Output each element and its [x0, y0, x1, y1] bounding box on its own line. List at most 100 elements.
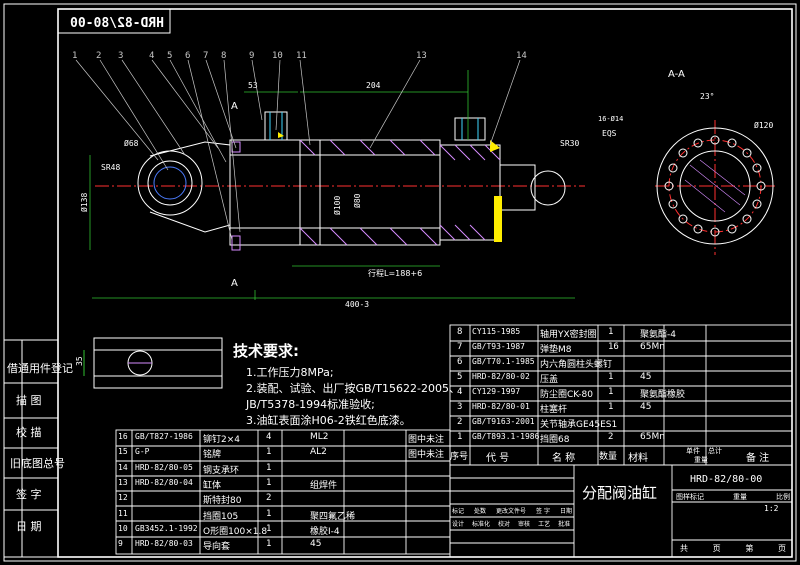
bom-lower-grid — [115, 429, 451, 555]
balloon-leaders — [75, 59, 521, 241]
dim-sr: SR48 — [101, 163, 120, 172]
bom-lower-name: O形圈100×1.8 — [203, 526, 268, 537]
bom-upper-mat: 45 — [640, 372, 652, 382]
bom-lower-note: 图中未注 — [408, 450, 445, 461]
bom-lower-no: 14 — [118, 462, 128, 472]
balloon-5: 5 — [167, 51, 172, 61]
bom-upper-code: GB/T93-1987 — [472, 342, 525, 351]
bom-lower-code: HRD-82/80-05 — [135, 462, 193, 472]
bom-upper-code: GB/T70.1-1985 — [472, 357, 535, 366]
bom-upper-mat: 聚氨酯-4 — [640, 330, 676, 340]
hdr-qty: 数量 — [599, 452, 618, 462]
bom-lower-name: 缸体 — [203, 480, 222, 491]
balloon-14: 14 — [516, 51, 527, 61]
bom-lower-mat: 组焊件 — [310, 480, 338, 491]
bom-lower-qty: 1 — [266, 447, 272, 458]
bom-upper-code: HRD-82/80-01 — [472, 402, 530, 411]
title-small-headers: 图样标记 重量 比例 — [676, 492, 790, 502]
bom-lower-qty: 1 — [266, 508, 272, 519]
bom-lower-qty: 4 — [266, 432, 272, 442]
bom-lower-no: 15 — [118, 447, 128, 457]
tech-req-line-3: JB/T5378-1994标准验收; — [245, 397, 375, 411]
balloon-6: 6 — [185, 51, 190, 61]
dim-rod: Ø68 — [124, 138, 139, 148]
bom-upper-no: 2 — [457, 417, 463, 427]
dim-204: 204 — [366, 81, 381, 90]
dim-bore: Ø138 — [79, 193, 89, 212]
bom-lower-name: 铭牌 — [203, 450, 222, 461]
bom-lower-code: HRD-82/80-04 — [135, 477, 193, 487]
rev-date: 日期 — [559, 508, 572, 515]
bom-upper-mat: 65Mn — [640, 342, 665, 352]
scale-value: 1:2 — [764, 504, 779, 513]
hdr-code: 代 号 — [486, 453, 510, 464]
dim-total: 400-3 — [345, 300, 369, 309]
bom-lower-qty: 1 — [266, 539, 272, 550]
bom-upper-mat: 45 — [640, 402, 652, 412]
bom-upper-header: 序号 代 号 名 称 数量 材料 单件 总计 重量 备 注 — [450, 447, 792, 464]
hdr-mat: 材料 — [628, 453, 648, 464]
sheet-page-label: 页 — [712, 544, 721, 553]
dim-53: 53 — [248, 81, 258, 90]
bom-upper-name: 轴用YX密封圈 — [540, 330, 597, 340]
bom-lower-name: 斯特封80 — [203, 496, 242, 507]
section-a-top: A — [231, 101, 238, 112]
hdr-total: 总计 — [708, 447, 722, 455]
bom-upper-code: HRD-82/80-02 — [472, 372, 530, 381]
bom-upper-code: CY115-1985 — [472, 327, 521, 336]
tech-req-line-1: 1.工作压力8MPa; — [246, 366, 334, 379]
dim-angle: 23° — [700, 92, 714, 101]
bom-lower-no: 9 — [118, 539, 123, 549]
hdr-unit: 单件 — [686, 447, 700, 455]
role-review: 审核 — [518, 521, 531, 528]
bom-upper-name: 挡圈68 — [540, 435, 570, 445]
balloon-10: 10 — [272, 51, 283, 61]
bom-lower-mat: 45 — [310, 539, 322, 550]
bom-upper-no: 4 — [457, 387, 463, 397]
bom-upper-mat: 聚氨酯橡胶 — [640, 390, 686, 400]
flange-view-a-a — [656, 127, 774, 245]
bom-upper-name: 弹垫M8 — [540, 345, 572, 355]
bom-upper-qty: 16 — [608, 342, 619, 352]
hdr-name: 名 称 — [552, 453, 576, 464]
sheet-page-label-2: 页 — [777, 544, 786, 553]
bom-upper-no: 6 — [457, 357, 463, 367]
bom-upper-code: CY129-1997 — [472, 387, 521, 396]
bom-lower-mat: AL2 — [310, 447, 327, 458]
bom-upper-code: GB/T893.1-1986 — [472, 432, 540, 441]
stamp-label-5: 日 期 — [16, 520, 42, 533]
bom-lower-mat: ML2 — [310, 432, 329, 442]
bom-upper-no: 3 — [457, 402, 463, 412]
header-scale: 比例 — [776, 493, 790, 501]
hdr-no: 序号 — [450, 452, 469, 462]
balloon-11: 11 — [296, 51, 307, 61]
balloon-4: 4 — [149, 51, 154, 61]
bom-upper-no: 1 — [457, 432, 463, 442]
balloon-9: 9 — [249, 51, 254, 61]
balloon-13: 13 — [416, 51, 427, 61]
bom-lower-name: 导向套 — [203, 542, 231, 553]
stamp-label-0: 借通用件登记 — [7, 361, 73, 375]
title-code-mirrored: HRD-82/80-00 — [70, 16, 164, 31]
bom-lower-code: GB3452.1-1992 — [135, 523, 198, 533]
bom-upper-no: 5 — [457, 372, 463, 382]
dim-35: 35 — [75, 356, 84, 366]
bom-upper-qty: 2 — [608, 432, 614, 442]
bom-upper-name: 关节轴承GE45ES1 — [540, 420, 618, 430]
drawing-number: HRD-82/80-00 — [690, 474, 763, 485]
dim-phi100: Ø100 — [332, 196, 342, 215]
bom-lower-qty: 1 — [266, 523, 272, 534]
bom-upper-name: 柱塞杆 — [540, 405, 568, 415]
detail-view — [83, 337, 223, 389]
drawing-frame — [3, 3, 797, 562]
hdr-note: 备 注 — [746, 453, 770, 464]
bom-lower-qty: 2 — [266, 493, 272, 504]
bom-upper-name: 防尘圈CK-80 — [540, 390, 593, 400]
dim-pcd: Ø120 — [754, 120, 773, 130]
hdr-weight: 重量 — [694, 456, 708, 464]
bom-upper-qty: 1 — [608, 327, 614, 337]
bom-upper-code: GB/T9163-2001 — [472, 417, 535, 426]
bom-upper-no: 8 — [457, 327, 463, 337]
flange-hatch — [684, 159, 746, 213]
